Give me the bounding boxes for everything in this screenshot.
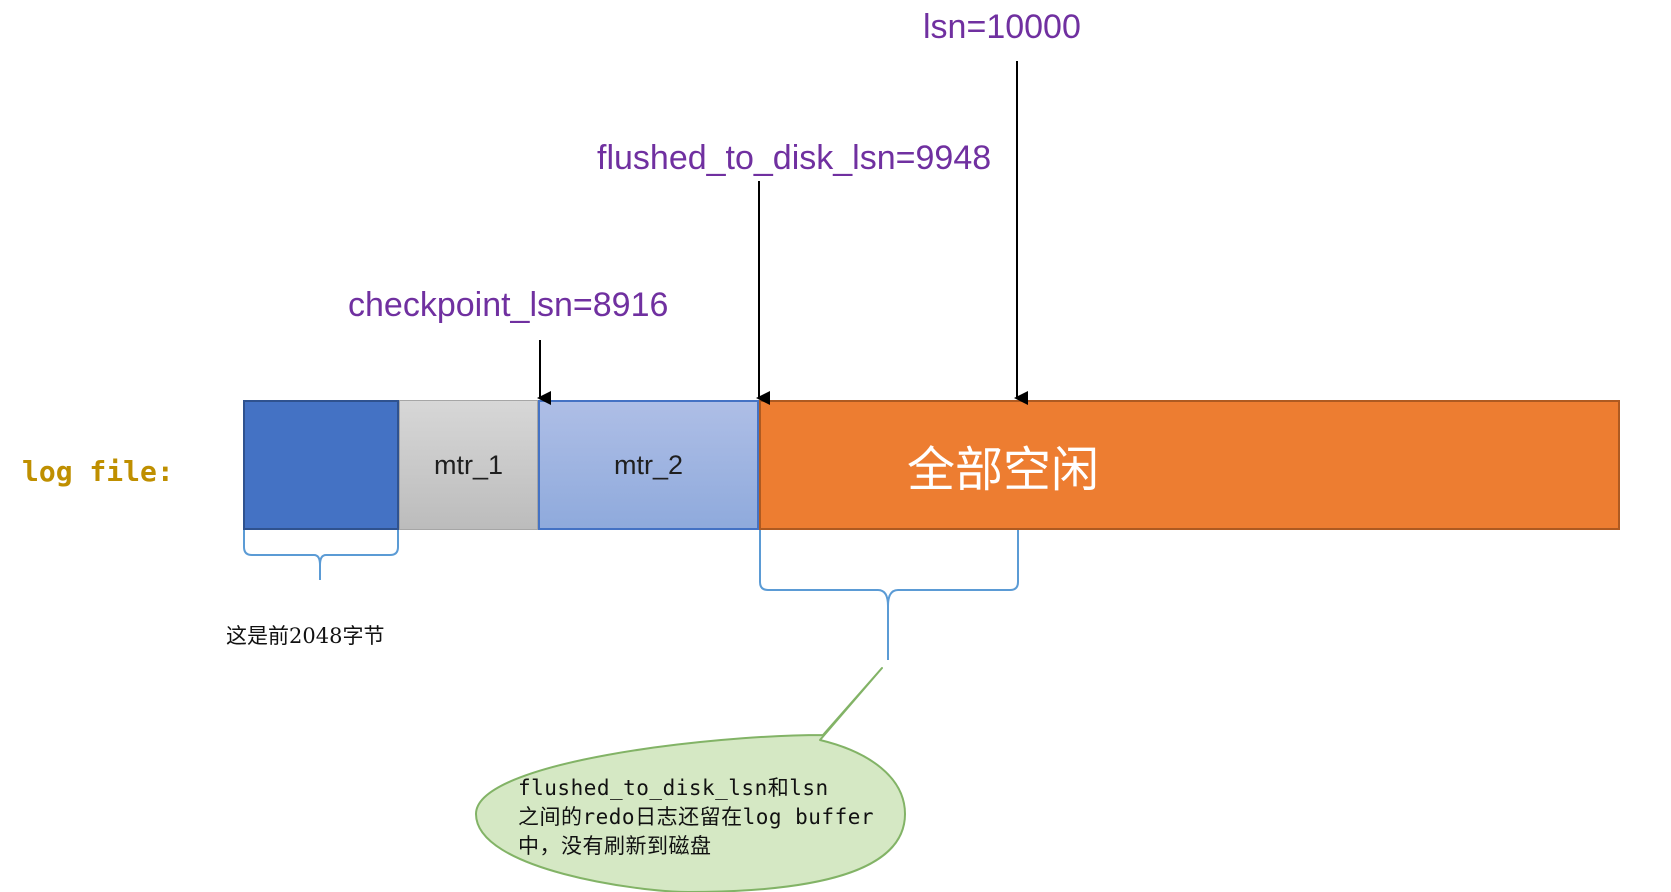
lsn-label: lsn=10000 (923, 8, 1081, 46)
callout-line-1: flushed_to_disk_lsn和lsn (518, 776, 829, 800)
callout-bubble (475, 667, 906, 892)
mtr-2-label: mtr_2 (613, 449, 684, 480)
unflushed-range-brace (759, 530, 1019, 660)
mtr-1-block: mtr_1 (399, 400, 538, 530)
header-bytes-note: 这是前2048字节 (226, 624, 385, 648)
free-space-block: 全部空闲 (759, 400, 1620, 530)
free-space-label: 全部空闲 (907, 442, 1100, 498)
mtr-2-block: mtr_2 (538, 400, 759, 530)
callout-line-2: 之间的redo日志还留在log buffer (518, 805, 875, 829)
log-file-header-block (243, 400, 399, 530)
log-file-label: log file: (22, 455, 174, 488)
mtr-1-label: mtr_1 (433, 449, 504, 480)
callout-line-3: 中，没有刷新到磁盘 (518, 834, 712, 858)
flushed-to-disk-lsn-label: flushed_to_disk_lsn=9948 (597, 139, 992, 177)
callout-text: flushed_to_disk_lsn和lsn 之间的redo日志还留在log … (518, 774, 908, 861)
checkpoint-lsn-label: checkpoint_lsn=8916 (348, 286, 669, 324)
header-brace (243, 530, 399, 580)
